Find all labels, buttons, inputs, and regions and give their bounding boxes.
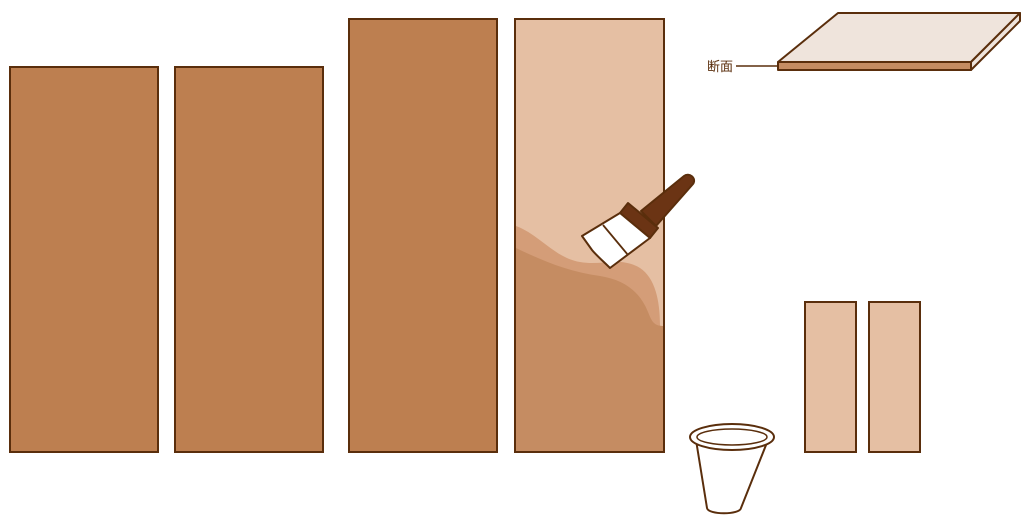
small-raw-board-1 [805, 302, 856, 452]
stained-panel-1 [10, 67, 158, 452]
stained-panel-2 [175, 67, 323, 452]
paint-cup-icon [690, 424, 774, 513]
small-raw-board-2 [869, 302, 920, 452]
stained-panel-tall [349, 19, 497, 452]
board-cross-section [778, 13, 1020, 70]
cross-section-label: 断面 [707, 60, 733, 75]
board-edge [778, 62, 971, 70]
